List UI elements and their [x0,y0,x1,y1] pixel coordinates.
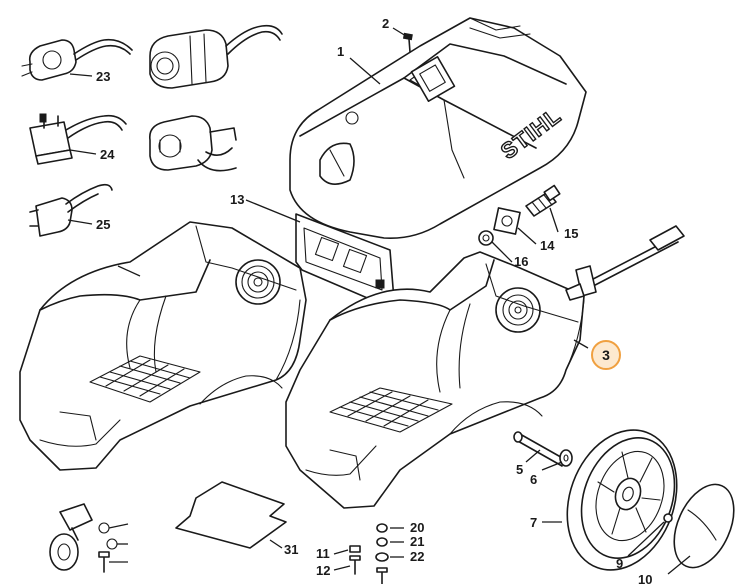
small-screws-left [98,522,129,573]
plug-25 [29,183,113,237]
callout-labels: 1 2 5 6 7 9 10 11 12 13 14 15 16 20 21 2… [96,16,652,584]
part-14 [493,207,521,235]
callout-11: 11 [316,546,330,561]
part-15 [525,184,561,217]
housing-left [19,221,307,471]
callout-9: 9 [616,556,623,571]
hubcap-10 [673,483,735,569]
part-16 [478,230,494,246]
plug-23 [21,38,133,81]
axle-5 [513,431,567,467]
leader-lines [67,27,691,575]
caster-wheel [49,503,93,571]
callout-10: 10 [638,572,652,584]
screw-11 [349,545,361,553]
screw-12 [349,555,361,575]
callout-12: 12 [316,563,330,578]
hood-1: STIHL [289,17,587,240]
callout-22: 22 [410,549,424,564]
callout-2: 2 [382,16,389,31]
callout-7: 7 [530,515,537,530]
screw-bottom [376,567,388,584]
highlighted-callout-number: 3 [602,347,610,363]
screw-2 [402,32,413,53]
callout-1: 1 [337,44,344,59]
highlighted-callout-3[interactable]: 3 [591,340,621,370]
callout-31: 31 [284,542,298,557]
connector-middle [148,115,237,172]
foil-plate-31 [175,481,287,549]
callout-13: 13 [230,192,244,207]
callout-21: 21 [410,534,424,549]
nut-22 [375,552,389,562]
washer-20 [376,523,388,533]
callout-5: 5 [516,462,523,477]
washer-21 [376,537,388,547]
housing-3 [285,251,585,509]
callout-14: 14 [540,238,555,253]
washer-6 [559,449,573,467]
rod-assembly [565,225,685,301]
connector-top [149,24,283,89]
washer-9 [663,513,673,523]
callout-25: 25 [96,217,110,232]
callout-23: 23 [96,69,110,84]
callout-16: 16 [514,254,528,269]
callout-24: 24 [100,147,115,162]
callout-6: 6 [530,472,537,487]
callout-20: 20 [410,520,424,535]
callout-15: 15 [564,226,578,241]
